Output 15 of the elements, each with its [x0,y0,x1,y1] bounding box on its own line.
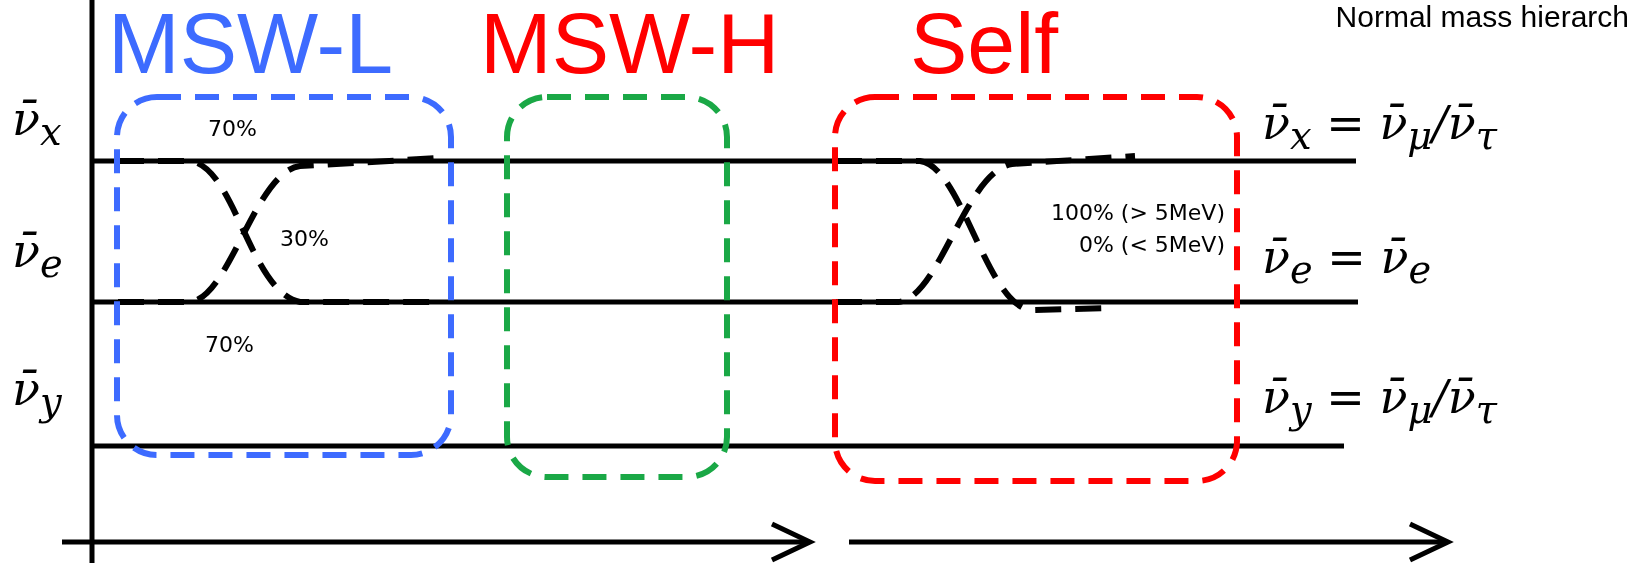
region-heading: MSW-L [108,0,394,86]
neutrino-symbol: ν̄$_{y}$ = ν̄$_{μ}$/ν̄$_{τ}$ [1262,370,1497,433]
neutrino-symbol: ν̄$_{e}$ = ν̄$_{e}$ [1262,230,1432,293]
neutrino-symbol: ν̄$_{x}$ = ν̄$_{μ}$/ν̄$_{τ}$ [1262,96,1497,159]
percentage-text: 100% (> 5MeV) [1050,200,1225,225]
heading-text: Normal mass hierarch [1335,0,1629,34]
percentage-text: 70% [208,116,257,141]
region-heading: Self [910,0,1059,86]
neutrino-symbol: ν̄$_{e}$ [12,224,63,287]
percentage-text: 0% (< 5MeV) [1078,232,1225,257]
percentage-text: 70% [205,332,254,357]
percentage-text: 30% [280,226,329,251]
neutrino-symbol: ν̄$_{x}$ [12,92,62,155]
region-heading: MSW-H [480,0,780,86]
neutrino-symbol: ν̄$_{y}$ [12,362,62,425]
